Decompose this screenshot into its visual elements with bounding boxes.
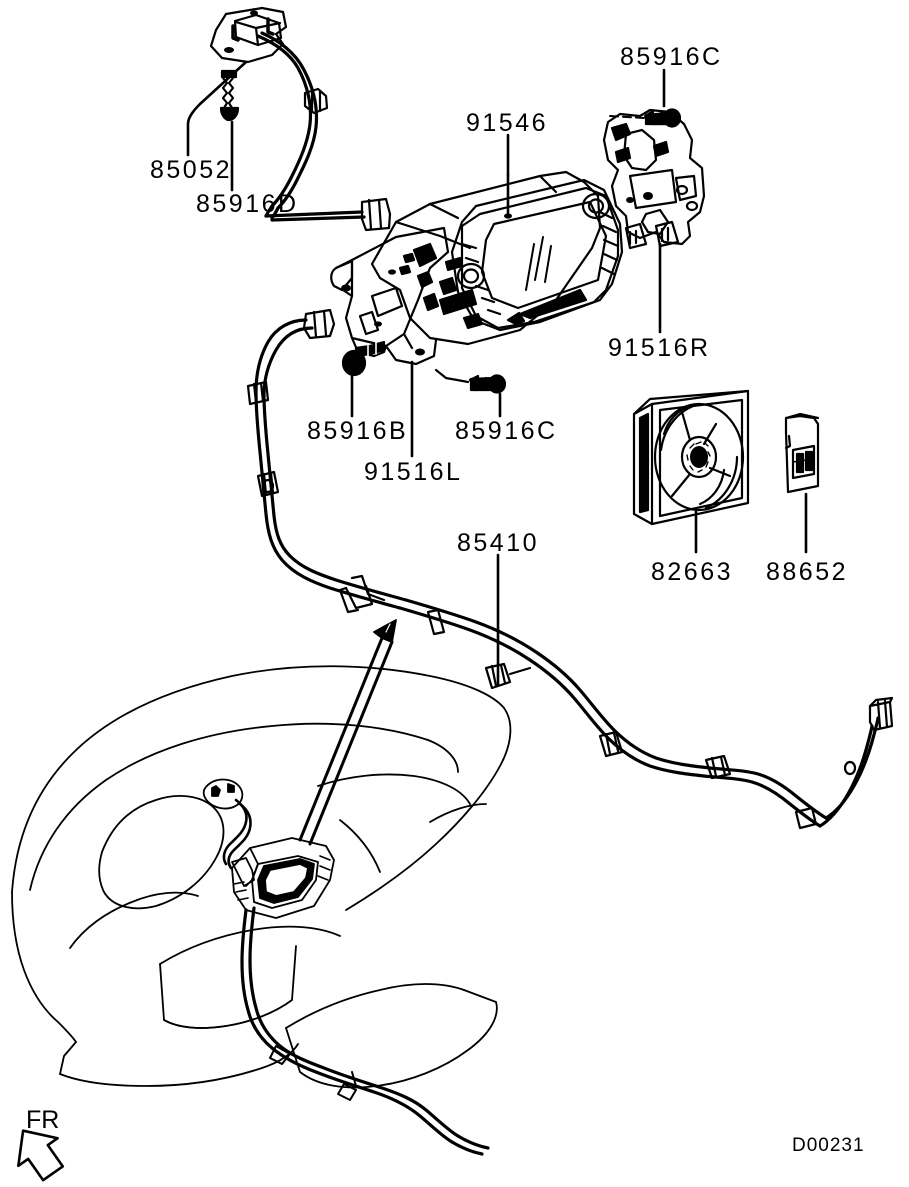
bracket-screw-left-part	[341, 340, 386, 377]
dashboard-illustration	[11, 619, 512, 1156]
wiring-harness-part	[246, 308, 894, 830]
part-label-91546: 91546	[466, 109, 549, 137]
part-label-82663: 82663	[651, 558, 734, 586]
drawing-number: D00231	[792, 1135, 865, 1156]
fr-orientation-label: FR	[26, 1106, 60, 1134]
part-label-91516R: 91516R	[608, 334, 711, 362]
antenna-screw-part	[219, 69, 240, 122]
gps-antenna-part	[209, 6, 392, 232]
bracket-screw-center-part	[434, 368, 507, 394]
part-label-85410: 85410	[457, 529, 540, 557]
part-label-88652: 88652	[766, 558, 849, 586]
part-label-85916D: 85916D	[196, 190, 299, 218]
part-label-85916C-top: 85916C	[620, 43, 723, 71]
part-label-85916B: 85916B	[307, 417, 409, 445]
part-label-85916C-mid: 85916C	[455, 417, 558, 445]
bracket-screw-right-part	[609, 108, 682, 128]
head-unit-part	[330, 170, 624, 366]
bracket-right-part	[602, 108, 706, 250]
part-label-85052: 85052	[150, 156, 233, 184]
fr-orientation-arrow	[17, 1129, 65, 1182]
sd-card-part	[784, 412, 820, 494]
map-disc-part	[632, 389, 750, 526]
part-label-91516L: 91516L	[364, 458, 463, 486]
